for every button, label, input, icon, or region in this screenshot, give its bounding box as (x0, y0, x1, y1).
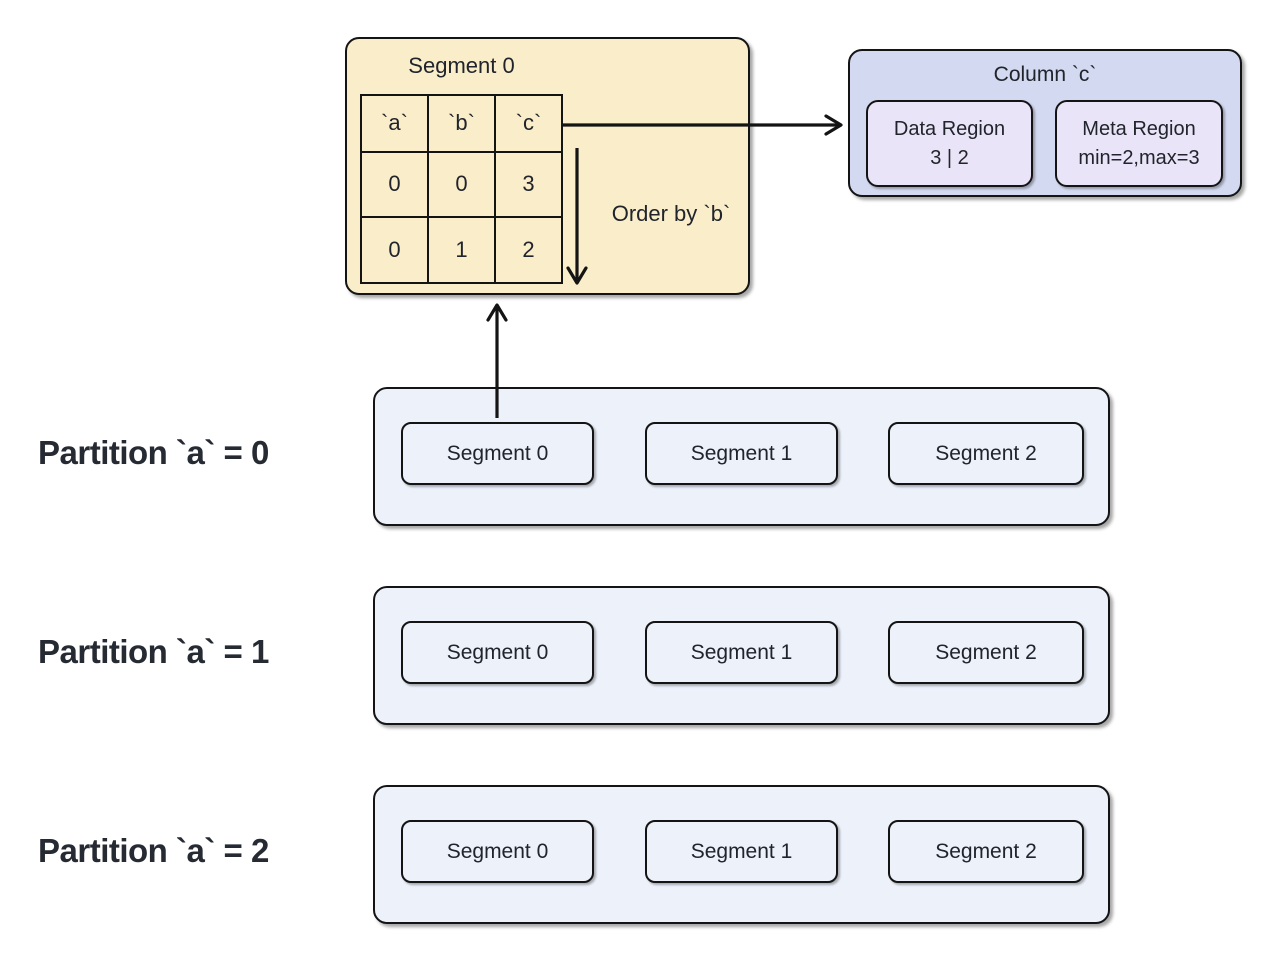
segment-detail-box: Segment 0 `a` `b` `c` 0 0 3 0 1 2 (345, 37, 750, 295)
segment-table: `a` `b` `c` 0 0 3 0 1 2 (360, 94, 563, 284)
column-c-title: Column `c` (993, 63, 1097, 86)
partition-a2-container: Segment 0 Segment 1 Segment 2 (373, 785, 1110, 924)
segment-detail-title: Segment 0 (408, 53, 515, 78)
partition-a0-label: Partition `a` = 0 (38, 434, 269, 471)
data-region-value: 3 | 2 (930, 146, 969, 169)
meta-region-box: Meta Region min=2,max=3 (1055, 100, 1223, 187)
segment-box: Segment 0 (401, 820, 594, 883)
segment-box: Segment 0 (401, 422, 594, 485)
partition-a2-label: Partition `a` = 2 (38, 832, 269, 869)
table-header-cell-b: `b` (427, 94, 496, 153)
table-cell: 3 (494, 150, 563, 219)
meta-region-value: min=2,max=3 (1078, 146, 1200, 169)
table-cell: 1 (427, 216, 496, 284)
column-c-box: Column `c` Data Region 3 | 2 Meta Region… (848, 49, 1242, 197)
partition-a1-container: Segment 0 Segment 1 Segment 2 (373, 586, 1110, 725)
segment-box: Segment 2 (888, 621, 1084, 684)
table-cell: 0 (360, 216, 429, 284)
table-header-cell-c: `c` (494, 94, 563, 153)
segment-box: Segment 0 (401, 621, 594, 684)
meta-region-name: Meta Region (1082, 117, 1196, 140)
partition-a1-label: Partition `a` = 1 (38, 633, 269, 670)
table-cell: 0 (427, 150, 496, 219)
segment-box: Segment 1 (645, 621, 838, 684)
order-by-label: Order by `b` (611, 201, 731, 226)
data-region-name: Data Region (893, 117, 1006, 140)
table-row: 0 0 3 (360, 150, 563, 219)
segment-box: Segment 2 (888, 422, 1084, 485)
table-cell: 2 (494, 216, 563, 284)
segment-box: Segment 1 (645, 820, 838, 883)
table-row: 0 1 2 (360, 216, 563, 284)
table-header-cell-a: `a` (360, 94, 429, 153)
segment-box: Segment 2 (888, 820, 1084, 883)
partition-a0-container: Segment 0 Segment 1 Segment 2 (373, 387, 1110, 526)
table-header-row: `a` `b` `c` (360, 94, 563, 153)
table-cell: 0 (360, 150, 429, 219)
data-region-box: Data Region 3 | 2 (866, 100, 1033, 187)
segment-box: Segment 1 (645, 422, 838, 485)
